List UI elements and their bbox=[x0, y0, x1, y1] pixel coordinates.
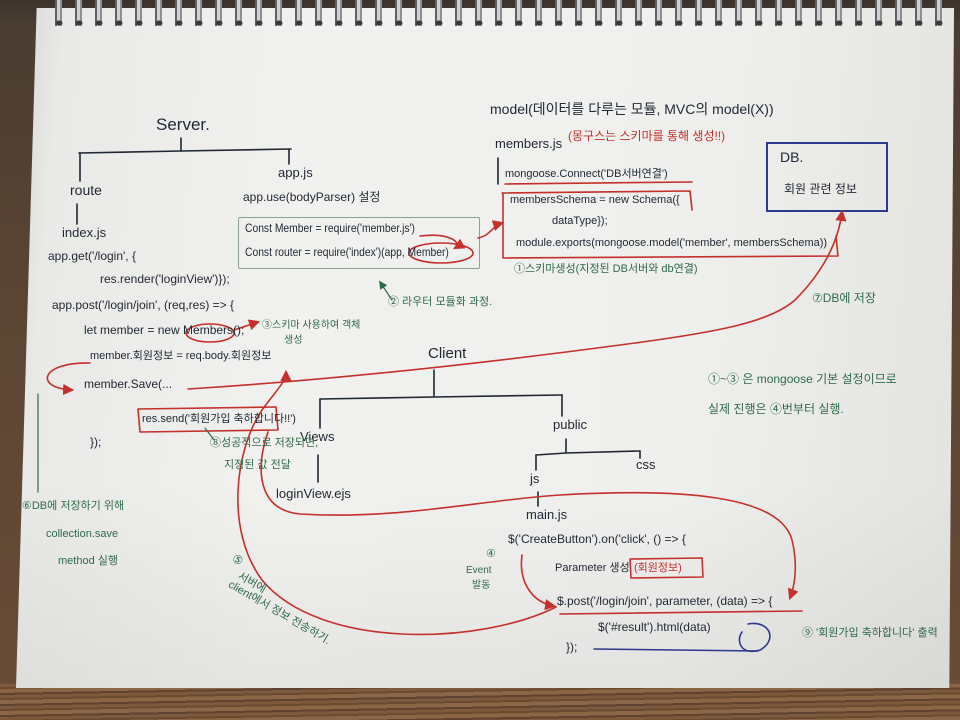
app-use-line: app.use(bodyParser) 설정 bbox=[243, 190, 381, 204]
schema-line: membersSchema = new Schema({ bbox=[510, 194, 680, 206]
code-result: $('#result').html(data) bbox=[598, 620, 711, 634]
step9-note: ⑨ '회원가입 축하합니다' 출력 bbox=[802, 627, 938, 639]
code-close: }); bbox=[90, 435, 102, 449]
main-js-label: main.js bbox=[526, 507, 568, 522]
step8-note-line2: 지정된 값 전달 bbox=[224, 459, 291, 471]
code-create-button: $('CreateButton').on('click', () => { bbox=[508, 532, 686, 546]
code-member-save: member.Save(... bbox=[84, 377, 173, 391]
db-content: 회원 관련 정보 bbox=[784, 182, 857, 196]
step4-note-line1: Event bbox=[466, 565, 492, 576]
login-view-file: loginView.ejs bbox=[276, 486, 351, 501]
wooden-table bbox=[0, 684, 960, 720]
members-js-label: members.js bbox=[495, 136, 563, 151]
code-res-send: res.send('회원가입 축하합니다!!') bbox=[142, 413, 296, 425]
public-label: public bbox=[553, 417, 587, 432]
datatype-line: dataType}); bbox=[552, 215, 608, 227]
step3-note-line1: ③스키마 사용하여 객체 bbox=[262, 320, 361, 331]
css-folder-label: css bbox=[636, 457, 656, 472]
step2-note: ② 라우터 모듈화 과정. bbox=[388, 296, 493, 308]
route-label: route bbox=[70, 182, 102, 198]
require-router-line: Const router = require('index')(app, Mem… bbox=[245, 245, 449, 259]
overview-note-line1: ①~③ 은 mongoose 기본 설정이므로 bbox=[708, 372, 897, 386]
step6-note-line1: ⑥DB에 저장하기 위해 bbox=[22, 500, 125, 512]
step6-note-line3: method 실행 bbox=[58, 555, 118, 567]
step3-note-line2: 생성 bbox=[284, 335, 303, 346]
index-js-label: index.js bbox=[62, 225, 107, 240]
code-member-assign: member.회원정보 = req.body.회원정보 bbox=[90, 350, 272, 362]
js-folder-label: js bbox=[530, 471, 540, 486]
code-parameter-note: (회원정보) bbox=[634, 562, 682, 574]
code-new-member: let member = new Members(); bbox=[84, 323, 245, 337]
step4-note-number: ④ bbox=[486, 548, 496, 560]
model-title: model(데이터를 다루는 모듈, MVC의 model(X)) bbox=[490, 101, 774, 117]
code-client-close: }); bbox=[566, 640, 578, 654]
code-res-render: res.render('loginView')}); bbox=[100, 272, 230, 286]
members-js-note: (몽구스는 스키마를 통해 생성!!) bbox=[568, 129, 726, 143]
step7-note: ⑦DB에 저장 bbox=[812, 291, 876, 305]
code-app-get: app.get('/login', { bbox=[48, 249, 136, 263]
code-app-post: app.post('/login/join', (req,res) => { bbox=[52, 298, 235, 312]
client-title: Client bbox=[428, 345, 467, 362]
code-parameter: Parameter 생성 bbox=[555, 562, 630, 574]
step1-note: ①스키마생성(지정된 DB서버와 db연결) bbox=[514, 263, 698, 275]
step6-note-line2: collection.save bbox=[46, 528, 119, 540]
module-exports-line: module.exports(mongoose.model('member', … bbox=[516, 237, 828, 249]
app-js-label: app.js bbox=[278, 165, 313, 180]
overview-note-line2: 실제 진행은 ④번부터 실행. bbox=[708, 402, 844, 416]
step8-note-line1: ⑧성공적으로 저장되면, bbox=[210, 437, 319, 449]
require-member-line: Const Member = require('member.js') bbox=[245, 221, 415, 235]
code-post: $.post('/login/join', parameter, (data) … bbox=[557, 594, 773, 608]
server-title: Server. bbox=[156, 115, 210, 134]
db-title: DB. bbox=[780, 149, 804, 165]
mongoose-connect-line: mongoose.Connect('DB서버연결') bbox=[505, 168, 668, 180]
binding-holes bbox=[50, 18, 954, 28]
step4-note-line2: 발동 bbox=[472, 580, 491, 591]
